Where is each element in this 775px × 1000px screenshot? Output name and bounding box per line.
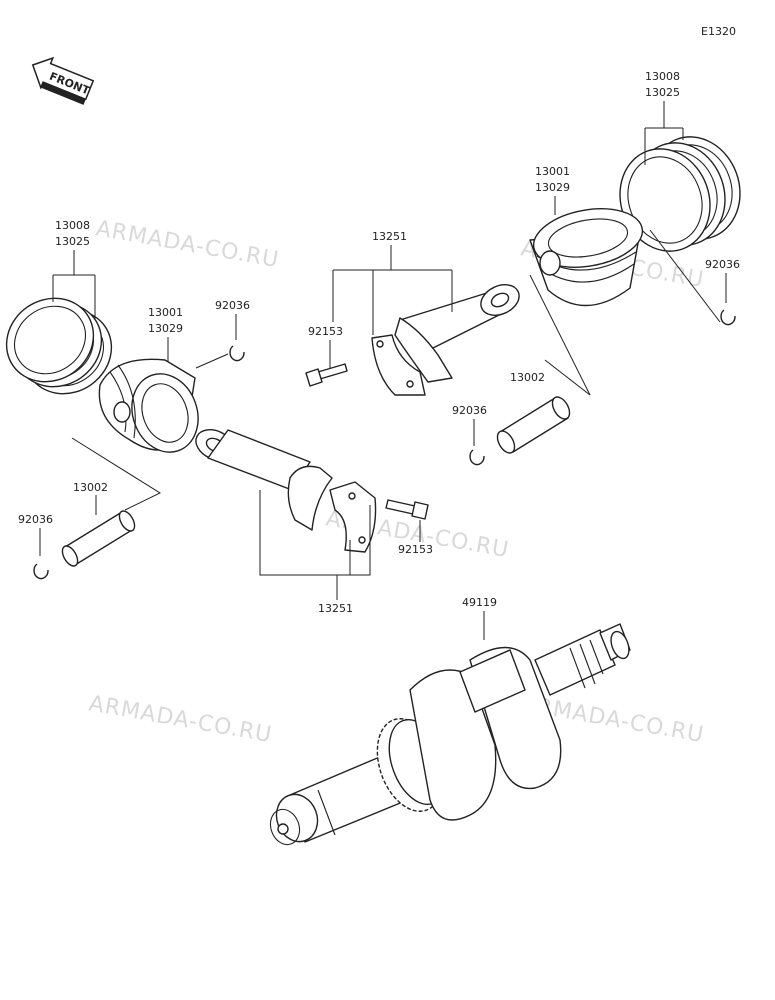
watermark-4: ARMADA-CO.RU (87, 691, 274, 748)
callout-piston-left-b: 13029 (148, 322, 183, 335)
callout-crankshaft: 49119 (462, 596, 497, 609)
circlip-right-bottom (469, 449, 485, 466)
piston-pin-left (61, 510, 136, 567)
callout-rings-left-b: 13025 (55, 235, 90, 248)
piston-right (529, 208, 644, 307)
callout-piston-left-a: 13001 (148, 306, 183, 319)
callout-circlip-left-top: 92036 (215, 299, 250, 312)
callout-pin-left: 13002 (73, 481, 108, 494)
callout-circlip-right-top: 92036 (705, 258, 740, 271)
front-arrow-icon: FRONT (31, 56, 95, 105)
connecting-rod-bottom (195, 429, 377, 553)
callout-rod-top: 13251 (372, 230, 407, 243)
piston-left (98, 358, 199, 453)
callout-rod-bottom: 13251 (318, 602, 353, 615)
circlip-left-top (229, 345, 245, 362)
callout-circlip-left-bottom: 92036 (18, 513, 53, 526)
piston-pin-right (496, 396, 571, 454)
circlip-right-top (720, 309, 736, 326)
callout-piston-right-a: 13001 (535, 165, 570, 178)
piston-rings-left (5, 297, 113, 395)
connecting-rod-top (371, 284, 520, 396)
rod-bolt-bottom (385, 499, 429, 520)
callout-circlip-right-bottom: 92036 (452, 404, 487, 417)
crankshaft (269, 623, 631, 846)
callout-rings-right-b: 13025 (645, 86, 680, 99)
callout-bolt-bottom: 92153 (398, 543, 433, 556)
callout-rings-left-a: 13008 (55, 219, 90, 232)
watermark-1: ARMADA-CO.RU (94, 216, 281, 273)
rod-bolt-top (305, 363, 348, 387)
callout-bolt-top: 92153 (308, 325, 343, 338)
callout-pin-right: 13002 (510, 371, 545, 384)
circlip-left-bottom (33, 563, 49, 580)
callout-piston-right-b: 13029 (535, 181, 570, 194)
callout-rings-right-a: 13008 (645, 70, 680, 83)
piston-rings-right (619, 136, 741, 252)
diagram-code: E1320 (701, 25, 736, 38)
